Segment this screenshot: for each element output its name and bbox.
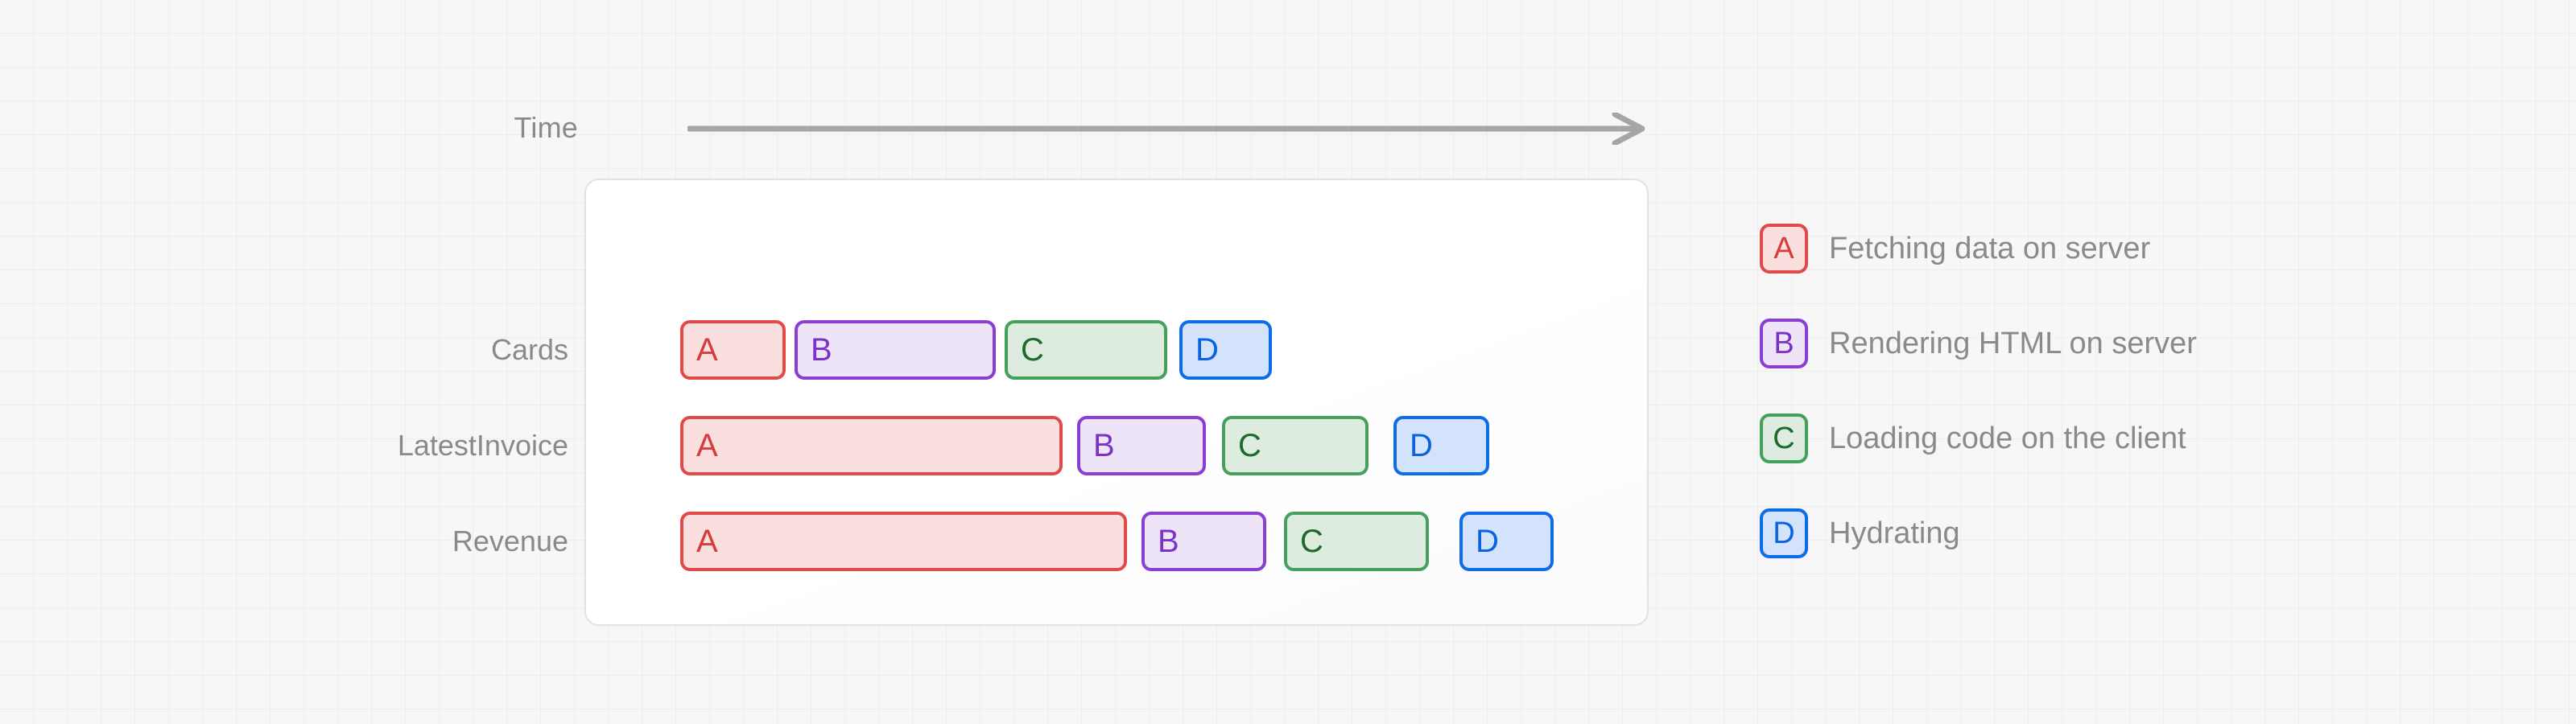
segment-glyph: B xyxy=(1158,524,1179,559)
segment-glyph: C xyxy=(1238,428,1261,463)
segment-glyph: C xyxy=(1021,332,1044,368)
segment-glyph: B xyxy=(811,332,832,368)
legend-chip-glyph: C xyxy=(1773,422,1795,455)
timeline-segment-cards-d[interactable]: D xyxy=(1179,320,1272,380)
segment-glyph: A xyxy=(696,428,718,463)
legend-chip-c-icon: C xyxy=(1760,413,1808,463)
timeline-row: LatestInvoice A B C D xyxy=(0,416,2576,475)
legend-item-label: Fetching data on server xyxy=(1829,231,2151,265)
timeline-segment-revenue-a[interactable]: A xyxy=(680,512,1127,571)
timeline-row-label-text: Revenue xyxy=(452,524,568,557)
legend-item-c[interactable]: C Loading code on the client xyxy=(1760,409,2484,468)
segment-glyph: C xyxy=(1300,524,1323,559)
timeline-row-label-latestinvoice: LatestInvoice xyxy=(150,416,568,475)
legend-item-a[interactable]: A Fetching data on server xyxy=(1760,219,2484,278)
timeline-row-label-text: LatestInvoice xyxy=(397,429,568,462)
timeline-segment-latestinvoice-b[interactable]: B xyxy=(1077,416,1206,475)
timeline-row: Cards A B C D xyxy=(0,320,2576,380)
legend-chip-glyph: B xyxy=(1773,327,1794,360)
segment-glyph: D xyxy=(1195,332,1219,368)
timeline-segment-cards-c[interactable]: C xyxy=(1005,320,1167,380)
legend-item-label: Hydrating xyxy=(1829,516,1960,550)
segment-glyph: D xyxy=(1410,428,1433,463)
segment-glyph: A xyxy=(696,332,718,368)
timeline-segment-latestinvoice-a[interactable]: A xyxy=(680,416,1063,475)
legend-item-b[interactable]: B Rendering HTML on server xyxy=(1760,314,2484,373)
legend-chip-d-icon: D xyxy=(1760,508,1808,558)
segment-glyph: D xyxy=(1476,524,1499,559)
time-axis: Time xyxy=(514,111,1655,145)
timeline-segment-revenue-d[interactable]: D xyxy=(1459,512,1554,571)
timeline-segment-latestinvoice-d[interactable]: D xyxy=(1393,416,1489,475)
legend-chip-glyph: A xyxy=(1773,232,1794,265)
timeline-segment-revenue-c[interactable]: C xyxy=(1284,512,1429,571)
timeline-segment-cards-a[interactable]: A xyxy=(680,320,786,380)
timeline-row-label-cards: Cards xyxy=(150,320,568,380)
legend-chip-a-icon: A xyxy=(1760,224,1808,274)
arrow-right-icon xyxy=(687,113,1645,145)
time-axis-label: Time xyxy=(514,111,578,144)
timeline-segment-revenue-b[interactable]: B xyxy=(1141,512,1266,571)
legend-item-label: Rendering HTML on server xyxy=(1829,326,2197,360)
timeline-row: Revenue A B C D xyxy=(0,512,2576,571)
timeline-row-label-text: Cards xyxy=(490,333,568,366)
legend-chip-glyph: D xyxy=(1773,516,1795,550)
segment-glyph: A xyxy=(696,524,718,559)
timeline-segment-latestinvoice-c[interactable]: C xyxy=(1222,416,1368,475)
timeline-segment-cards-b[interactable]: B xyxy=(795,320,996,380)
legend-item-d[interactable]: D Hydrating xyxy=(1760,504,2484,563)
legend-item-label: Loading code on the client xyxy=(1829,421,2186,455)
legend-chip-b-icon: B xyxy=(1760,319,1808,368)
timeline-row-label-revenue: Revenue xyxy=(150,512,568,571)
segment-glyph: B xyxy=(1093,428,1115,463)
